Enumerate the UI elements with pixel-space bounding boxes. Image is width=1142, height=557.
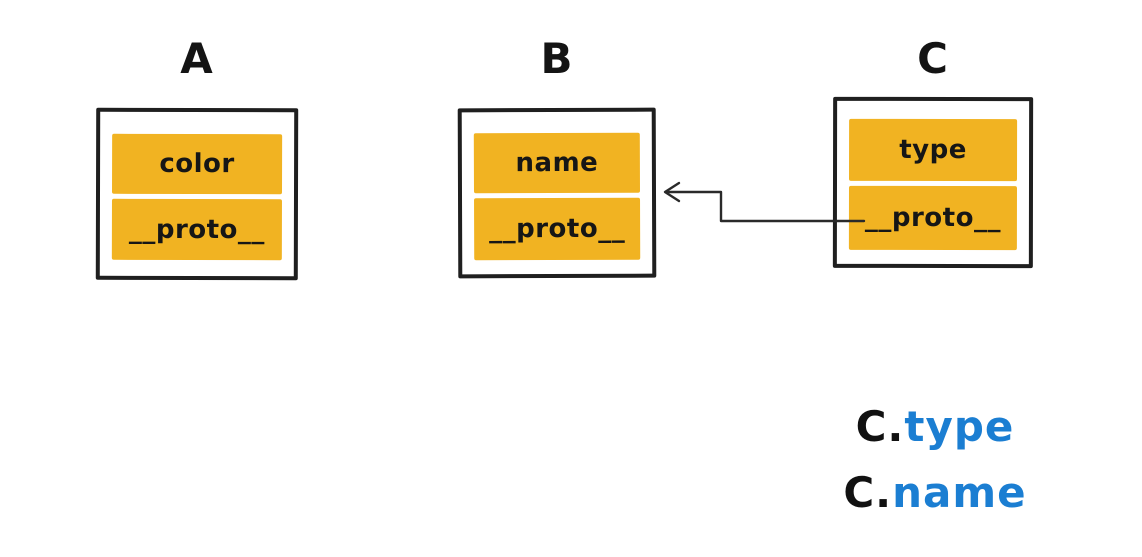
expression-c-name: C.name xyxy=(805,468,1065,517)
expression-c-name-object: C. xyxy=(843,468,893,517)
object-b-property-row: name xyxy=(473,132,640,194)
object-c-proto-row: __proto__ xyxy=(848,185,1017,251)
object-a-property-row: color xyxy=(112,133,283,195)
expression-c-type: C.type xyxy=(805,402,1065,451)
object-b-proto-row: __proto__ xyxy=(474,197,641,261)
object-c-box: type __proto__ xyxy=(832,96,1034,269)
object-a-box: color __proto__ xyxy=(95,107,299,281)
expression-c-type-property: type xyxy=(904,402,1015,451)
object-c-label: C xyxy=(917,34,949,83)
object-a-proto-row: __proto__ xyxy=(111,198,282,261)
expression-c-type-object: C. xyxy=(855,402,905,451)
object-b-box: name __proto__ xyxy=(457,107,657,279)
object-a-label: A xyxy=(180,34,214,83)
object-b-label: B xyxy=(540,34,574,83)
object-c-property-row: type xyxy=(849,118,1018,182)
expression-c-name-property: name xyxy=(892,468,1027,517)
